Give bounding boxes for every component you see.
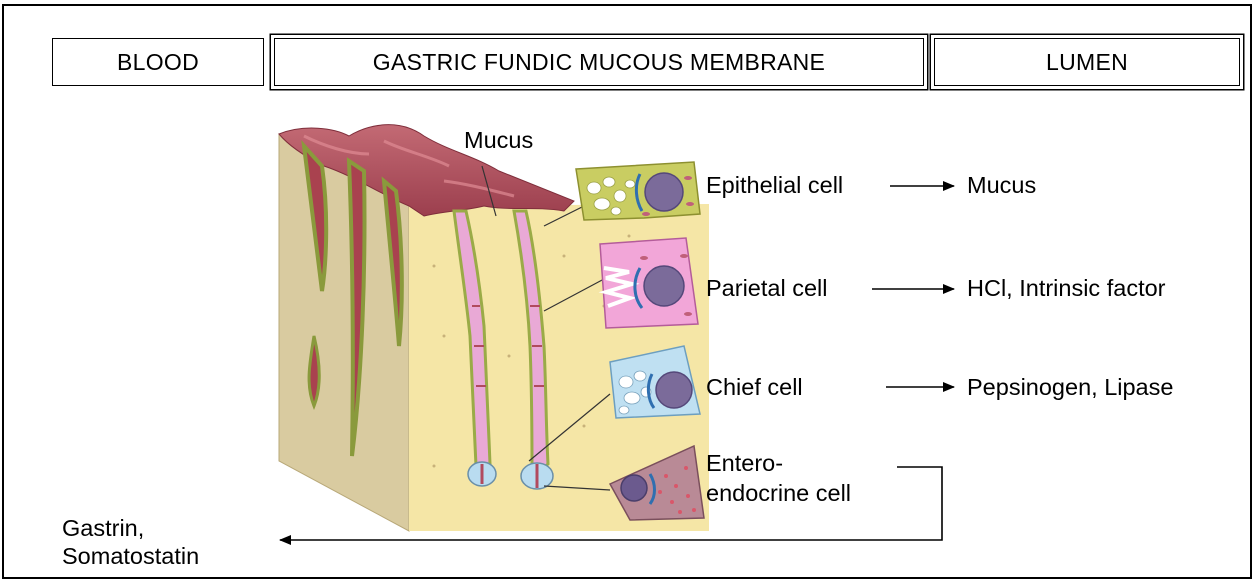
blood-output-line1: Gastrin, — [62, 514, 144, 542]
mucus-label: Mucus — [464, 126, 533, 154]
blood-output-line2: Somatostatin — [62, 542, 199, 570]
epithelial-cell-label: Epithelial cell — [706, 171, 843, 199]
epithelial-product: Mucus — [967, 171, 1036, 199]
epithelial-cell-icon — [576, 162, 700, 220]
enteroendocrine-cell-label-line1: Entero- — [706, 449, 783, 477]
chief-cell-label: Chief cell — [706, 373, 803, 401]
parietal-product: HCl, Intrinsic factor — [967, 274, 1166, 302]
chief-product: Pepsinogen, Lipase — [967, 373, 1173, 401]
enteroendocrine-cell-label-line2: endocrine cell — [706, 479, 851, 507]
diagram-frame: BLOOD GASTRIC FUNDIC MUCOUS MEMBRANE LUM… — [2, 4, 1252, 579]
parietal-cell-icon — [600, 238, 698, 328]
parietal-cell-label: Parietal cell — [706, 274, 827, 302]
